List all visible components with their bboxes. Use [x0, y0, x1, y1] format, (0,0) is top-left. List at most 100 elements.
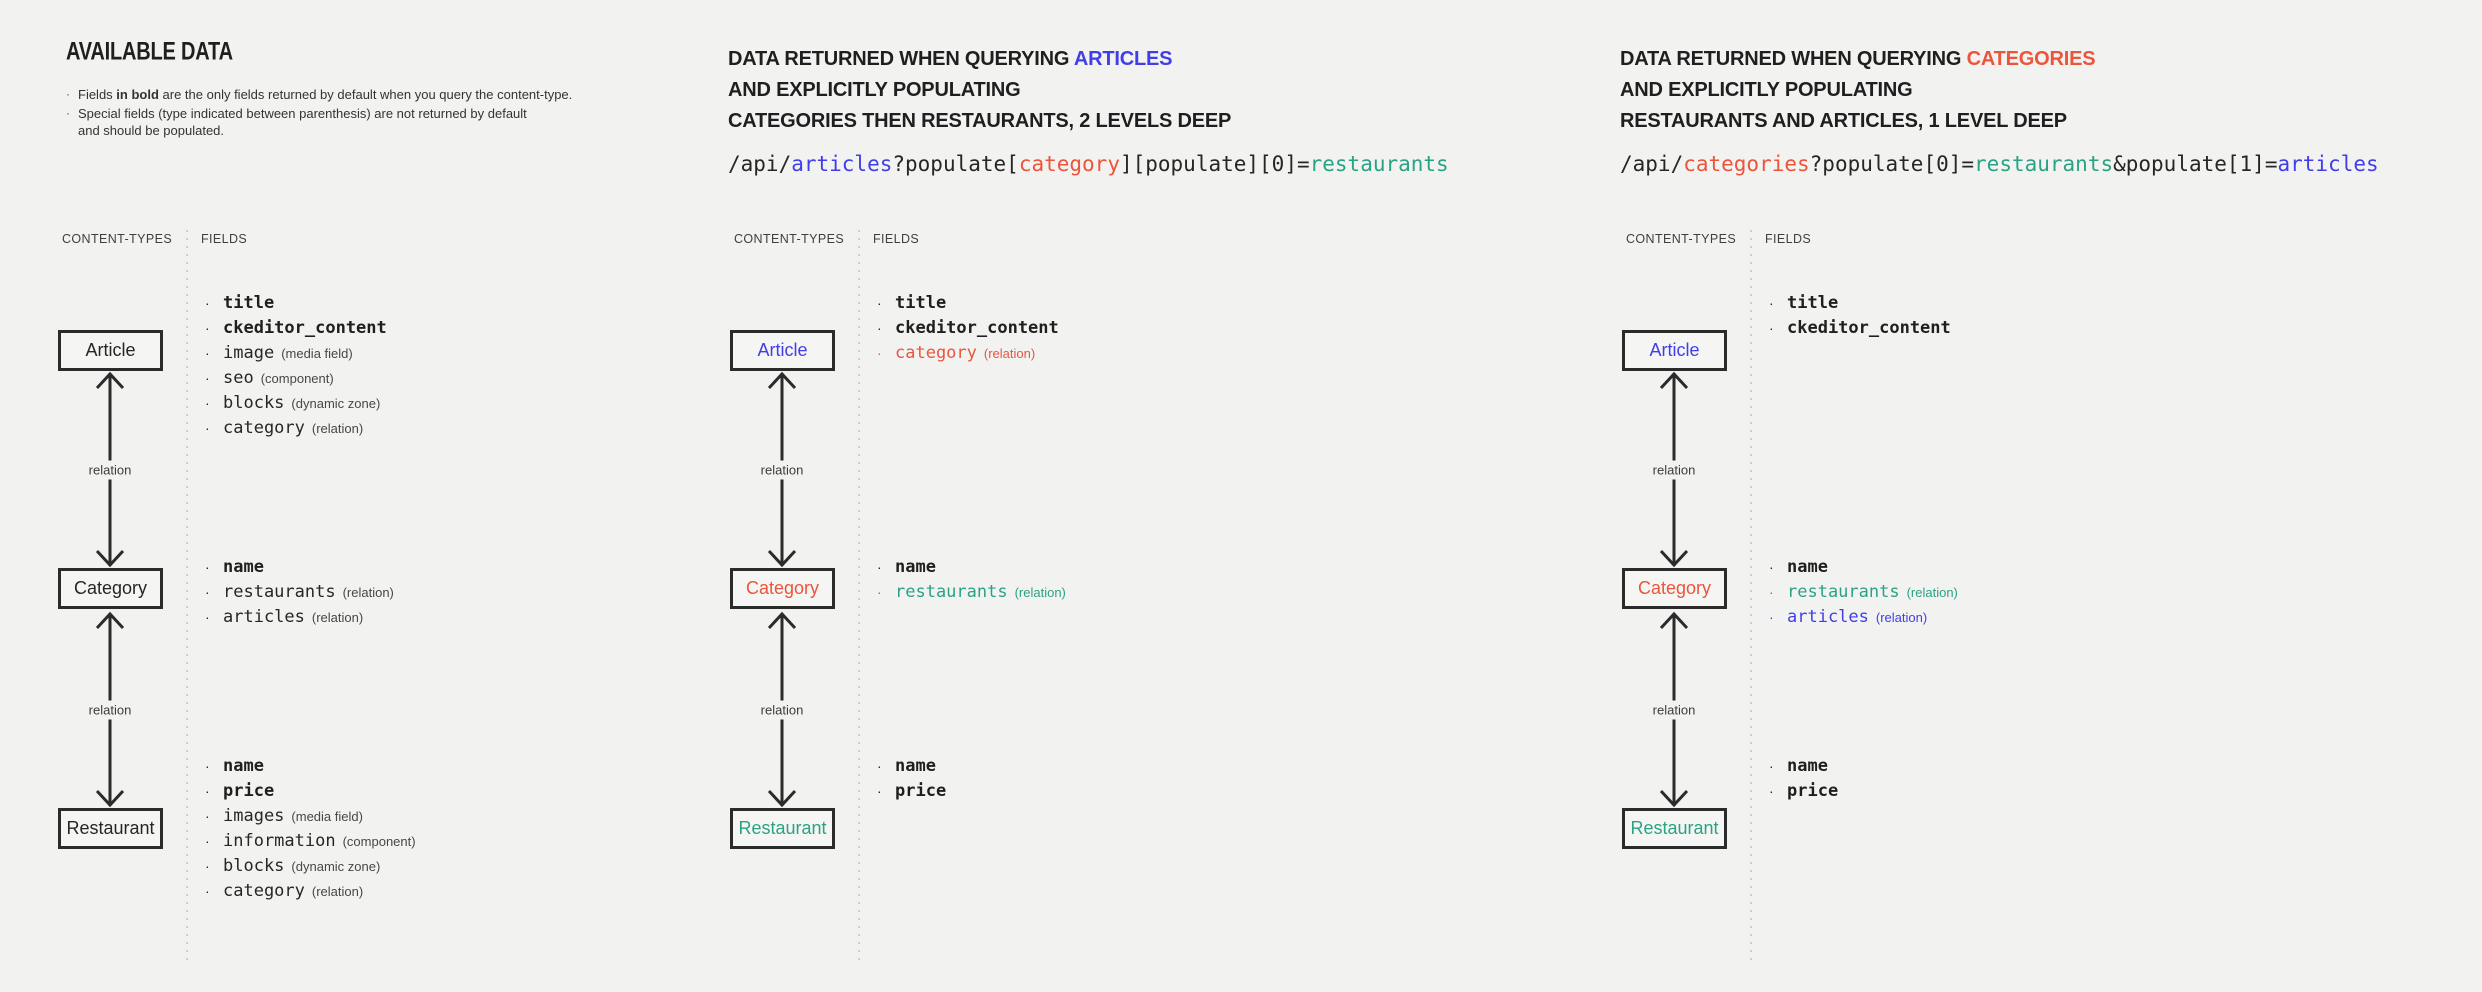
content-type-box-category: Category — [730, 568, 835, 609]
field-item: ·restaurants(relation) — [1769, 582, 1958, 602]
bullet-icon: · — [205, 609, 210, 625]
bullet-icon: · — [877, 783, 882, 799]
title-highlight: CATEGORIES — [1966, 48, 2096, 70]
field-item: ·name — [205, 557, 264, 577]
field-item: ·information(component) — [205, 831, 416, 851]
field-item: ·seo(component) — [205, 368, 334, 388]
field-item: ·ckeditor_content — [877, 318, 1059, 338]
bullet-icon: · — [877, 584, 882, 600]
bullet-icon: · — [205, 370, 210, 386]
relation-connector: relation — [84, 371, 136, 568]
field-item: ·restaurants(relation) — [205, 582, 394, 602]
bullet-icon: · — [66, 87, 70, 101]
bullet-icon: · — [205, 808, 210, 824]
legend-note: · Fields in bold are the only fields ret… — [66, 87, 573, 102]
column-divider — [858, 230, 860, 960]
field-item: ·price — [877, 781, 947, 801]
content-type-box-category: Category — [1622, 568, 1727, 609]
bullet-icon: · — [205, 420, 210, 436]
content-type-box-category: Category — [58, 568, 163, 609]
fields-list-restaurant: ·name ·price ·images(media field) ·infor… — [205, 754, 416, 904]
bullet-icon: · — [205, 345, 210, 361]
fields-header: FIELDS — [873, 232, 920, 246]
relation-connector: relation — [1648, 371, 1700, 568]
bullet-icon: · — [205, 858, 210, 874]
field-item: ·blocks(dynamic zone) — [205, 393, 381, 413]
relation-connector: relation — [84, 611, 136, 808]
page-title: DATA RETURNED WHEN QUERYING CATEGORIES A… — [1620, 48, 2096, 132]
field-item: ·title — [1769, 293, 1839, 313]
bullet-icon: · — [205, 295, 210, 311]
fields-list-article: ·title ·ckeditor_content ·image(media fi… — [205, 291, 394, 441]
bullet-icon: · — [877, 295, 882, 311]
panel-querying-categories: DATA RETURNED WHEN QUERYING CATEGORIES A… — [1620, 0, 2477, 992]
content-type-box-restaurant: Restaurant — [730, 808, 835, 849]
bullet-icon: · — [205, 395, 210, 411]
relation-label: relation — [756, 700, 808, 719]
content-types-header: CONTENT-TYPES — [62, 232, 173, 246]
panel-querying-articles: DATA RETURNED WHEN QUERYING ARTICLES AND… — [728, 0, 1615, 992]
bullet-icon: · — [877, 345, 882, 361]
panel-title-text: AVAILABLE DATA — [66, 38, 233, 66]
bullet-icon: · — [205, 758, 210, 774]
bullet-icon: · — [205, 320, 210, 336]
field-item: ·restaurants(relation) — [877, 582, 1066, 602]
fields-list-category: ·name ·restaurants(relation) ·articles(r… — [205, 555, 394, 630]
fields-list-restaurant: ·name ·price — [1769, 754, 1845, 804]
fields-list-restaurant: ·name ·price — [877, 754, 953, 804]
bullet-icon: · — [1769, 609, 1774, 625]
bullet-icon: · — [1769, 758, 1774, 774]
field-item: ·name — [877, 756, 936, 776]
bullet-icon: · — [1769, 295, 1774, 311]
content-type-box-article: Article — [1622, 330, 1727, 371]
field-item: ·title — [205, 293, 275, 313]
legend-notes: · Fields in bold are the only fields ret… — [66, 86, 572, 141]
title-highlight: ARTICLES — [1073, 48, 1173, 70]
content-type-box-article: Article — [58, 330, 163, 371]
field-item: ·category(relation) — [877, 343, 1036, 363]
field-item: ·images(media field) — [205, 806, 363, 826]
bullet-icon: · — [205, 584, 210, 600]
field-item: ·articles(relation) — [1769, 607, 1928, 627]
field-item: ·category(relation) — [205, 881, 364, 901]
fields-header: FIELDS — [1765, 232, 1812, 246]
relation-label: relation — [84, 700, 136, 719]
bullet-icon: · — [877, 559, 882, 575]
legend-note: · Special fields (type indicated between… — [66, 106, 527, 138]
field-item: ·ckeditor_content — [205, 318, 387, 338]
field-item: ·name — [877, 557, 936, 577]
fields-list-category: ·name ·restaurants(relation) ·articles(r… — [1769, 555, 1958, 630]
relation-label: relation — [84, 460, 136, 479]
field-item: ·name — [1769, 557, 1828, 577]
bullet-icon: · — [877, 758, 882, 774]
field-item: ·title — [877, 293, 947, 313]
bullet-icon: · — [205, 559, 210, 575]
fields-list-article: ·title ·ckeditor_content ·category(relat… — [877, 291, 1066, 366]
column-divider — [1750, 230, 1752, 960]
bullet-icon: · — [1769, 320, 1774, 336]
field-item: ·price — [205, 781, 275, 801]
fields-header: FIELDS — [201, 232, 248, 246]
bullet-icon: · — [205, 833, 210, 849]
relation-label: relation — [1648, 700, 1700, 719]
field-item: ·ckeditor_content — [1769, 318, 1951, 338]
relation-label: relation — [1648, 460, 1700, 479]
bullet-icon: · — [205, 783, 210, 799]
bullet-icon: · — [877, 320, 882, 336]
content-types-header: CONTENT-TYPES — [1626, 232, 1737, 246]
field-item: ·name — [1769, 756, 1828, 776]
page-title: DATA RETURNED WHEN QUERYING ARTICLES AND… — [728, 48, 1232, 132]
fields-list-article: ·title ·ckeditor_content — [1769, 291, 1958, 341]
content-types-header: CONTENT-TYPES — [734, 232, 845, 246]
panel-available-data: AVAILABLE DATA · Fields in bold are the … — [58, 0, 723, 992]
bullet-icon: · — [1769, 584, 1774, 600]
field-item: ·articles(relation) — [205, 607, 364, 627]
field-item: ·category(relation) — [205, 418, 364, 438]
content-type-box-article: Article — [730, 330, 835, 371]
api-query-code: /api/articles?populate[category][populat… — [728, 152, 1449, 176]
bullet-icon: · — [66, 106, 70, 120]
relation-connector: relation — [756, 371, 808, 568]
field-item: ·price — [1769, 781, 1839, 801]
bullet-icon: · — [205, 883, 210, 899]
